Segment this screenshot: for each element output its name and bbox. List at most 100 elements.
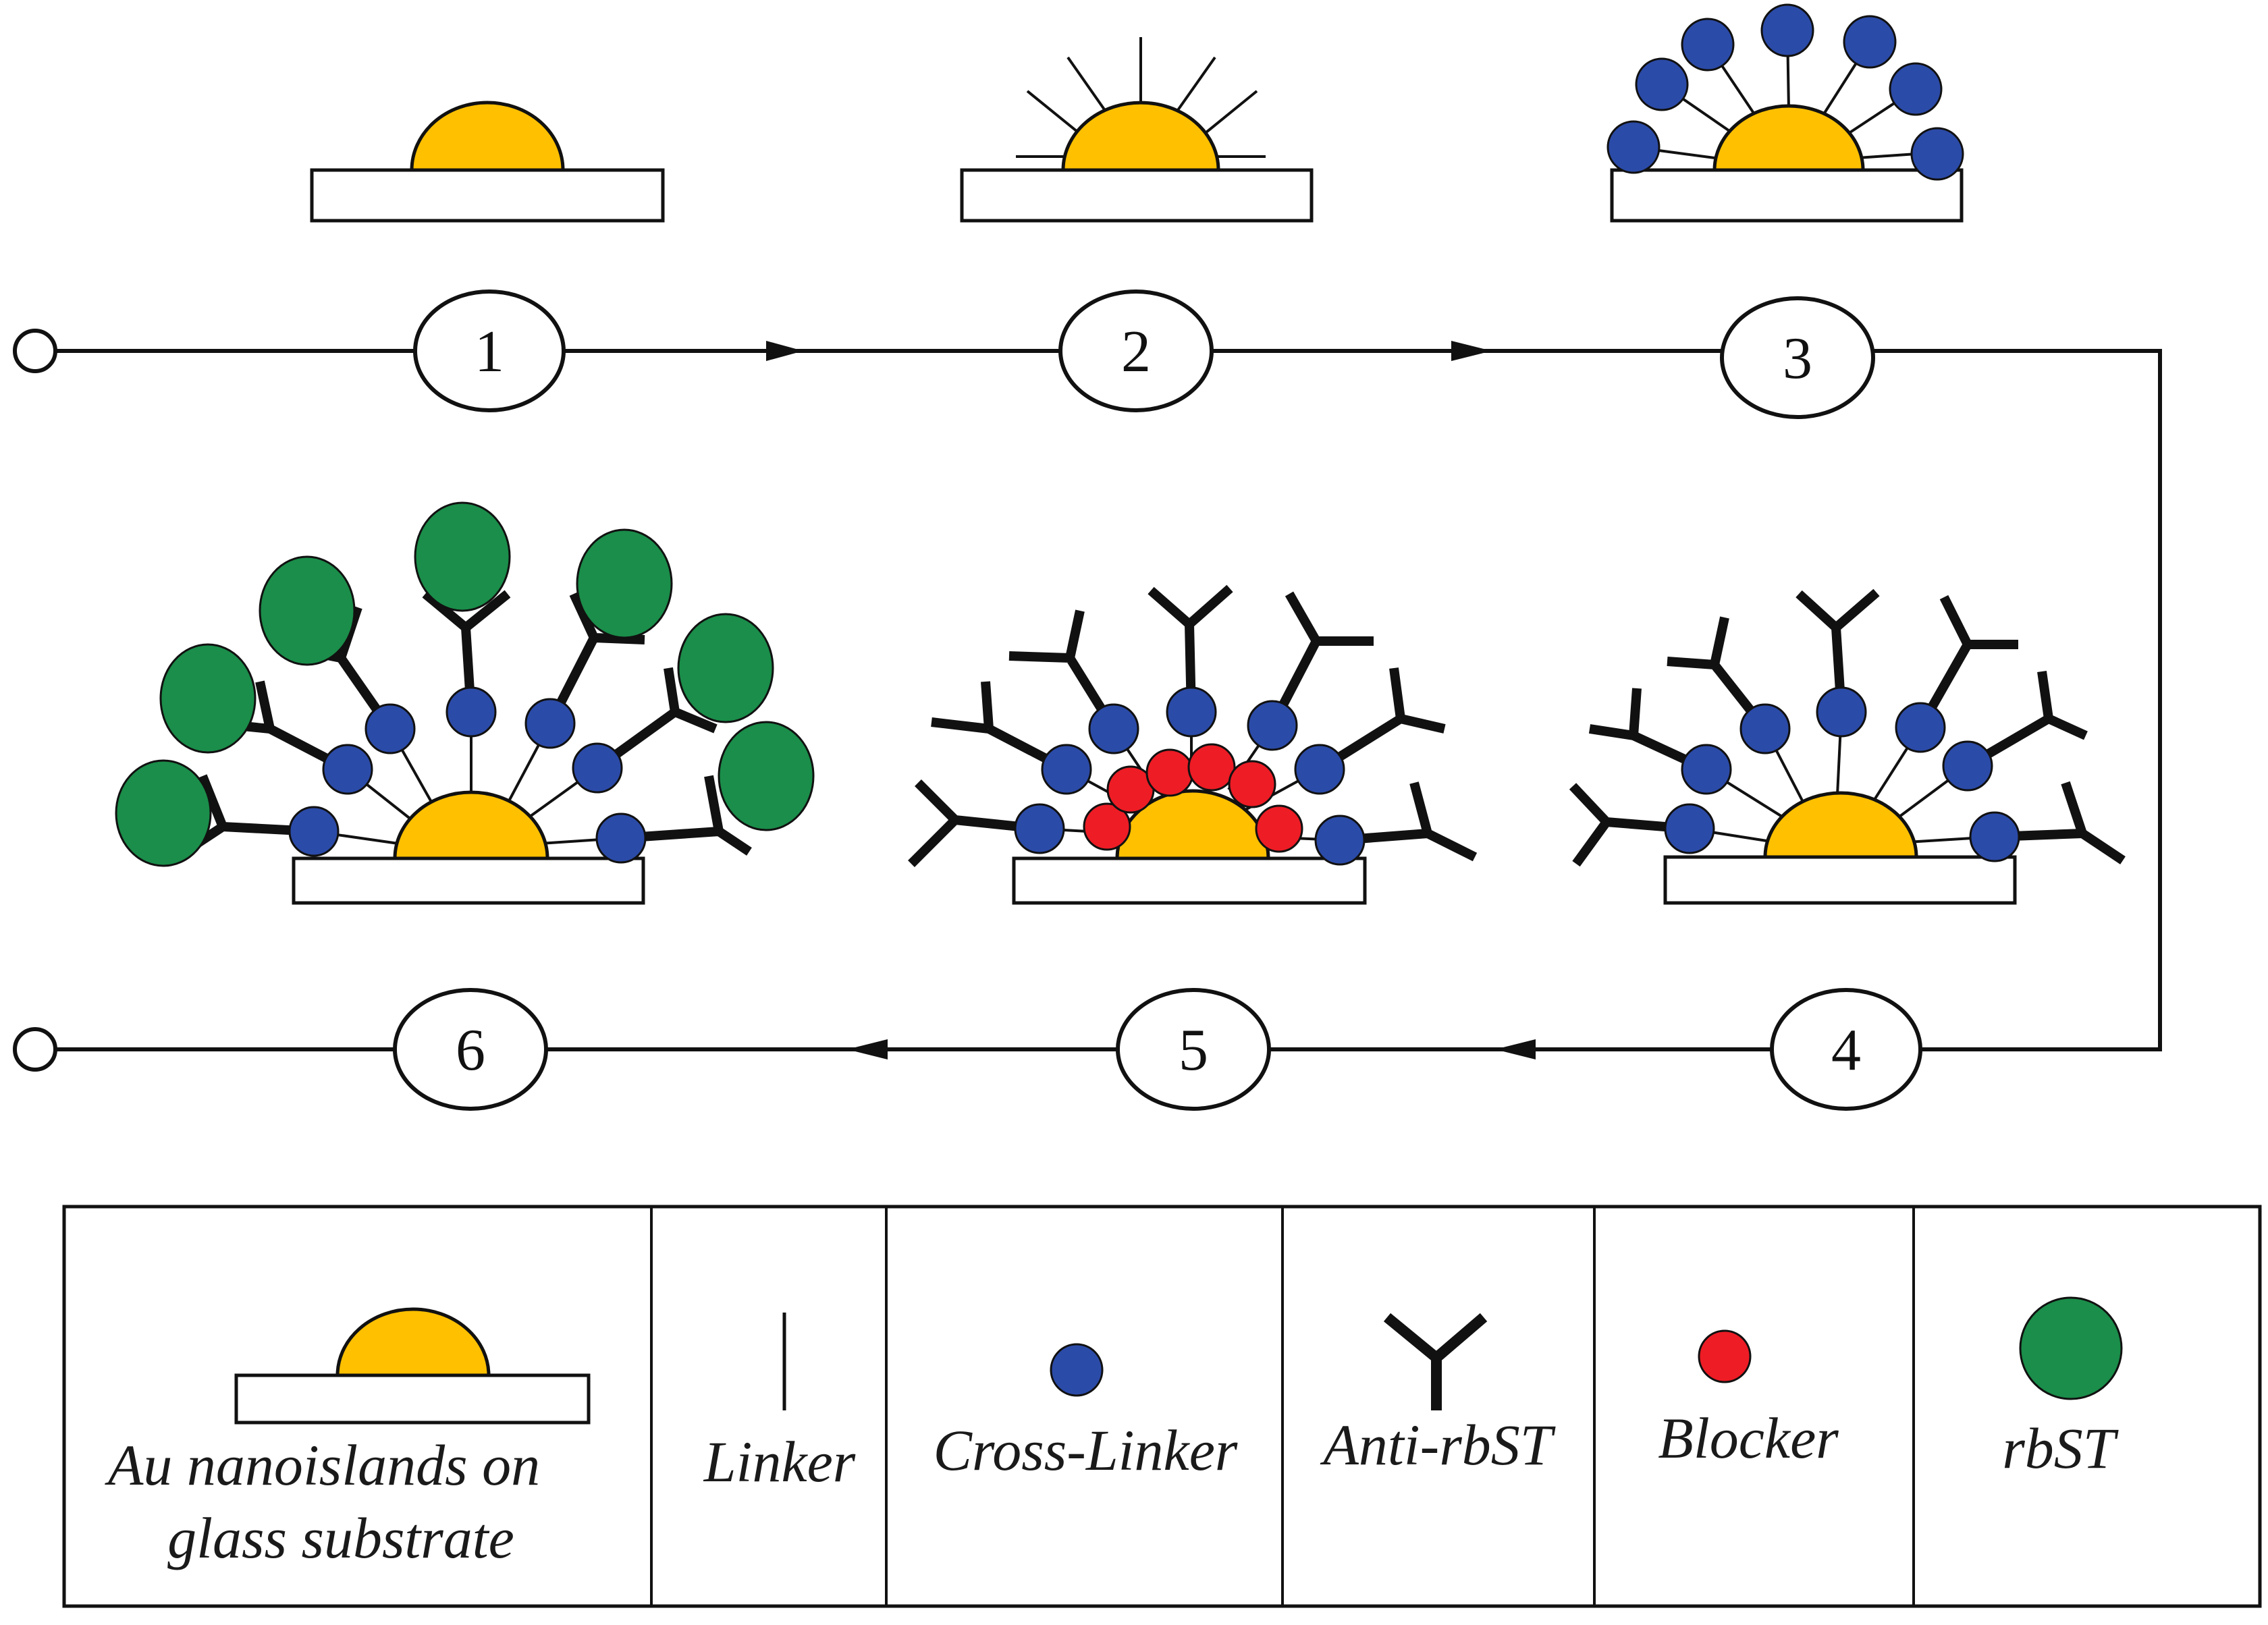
step-5-label: 5 <box>1179 1018 1208 1083</box>
rbst-molecule <box>159 643 256 754</box>
glass-substrate <box>960 168 1314 223</box>
rbst-icon <box>2019 1296 2123 1400</box>
legend-item-cross-linker: Cross-Linker <box>934 1343 1238 1483</box>
arrowhead-right-1 <box>766 341 803 361</box>
step-2-node: 2 <box>1058 290 1214 412</box>
cross-linker-sphere <box>524 698 576 749</box>
antibody-icon <box>1383 1313 1488 1410</box>
cross-linker-sphere <box>446 686 497 738</box>
legend-dividers <box>650 1207 1915 1606</box>
cross-linker-sphere <box>1843 15 1897 69</box>
cross-linker-sphere <box>322 744 373 795</box>
rbst-molecule <box>576 528 673 639</box>
blocker-sphere <box>1083 802 1131 851</box>
step-1-node: 1 <box>413 290 566 412</box>
cross-linker-sphere <box>364 703 416 754</box>
cross-linker-sphere <box>1681 744 1732 795</box>
cross-linker-sphere <box>1739 703 1791 754</box>
cross-linker-sphere <box>1889 62 1943 116</box>
glass-substrate <box>292 856 645 905</box>
blocker-sphere <box>1228 760 1276 808</box>
rbst-molecule <box>259 555 356 666</box>
gold-nanoisland <box>410 101 565 172</box>
cross-linker-sphere <box>1606 120 1660 174</box>
cross-linker-spheres <box>1606 3 1964 181</box>
legend-item-blocker: Blocker <box>1658 1329 1839 1470</box>
legend-item-anti-rbst: Anti-rbST <box>1320 1313 1556 1477</box>
legend-label-au-line1: Au nanoislands on <box>105 1433 540 1497</box>
flow-end-terminal <box>13 1027 57 1072</box>
cross-linker-sphere <box>1314 815 1366 866</box>
legend: Au nanoislands on glass substrate Linker… <box>62 1205 2262 1608</box>
legend-item-au-nanoislands: Au nanoislands on glass substrate <box>105 1307 591 1570</box>
step-6-node: 6 <box>393 988 548 1111</box>
arrowhead-left-1 <box>1495 1039 1536 1059</box>
flow-start-terminal <box>13 329 57 373</box>
step-1-label: 1 <box>475 319 504 385</box>
cross-linker-sphere <box>1014 803 1065 854</box>
legend-label-anti-rbst: Anti-rbST <box>1320 1412 1555 1477</box>
legend-label-au-line2: glass substrate <box>167 1506 514 1570</box>
stage-5-blocker <box>908 584 1478 905</box>
blocker-icon <box>1698 1329 1752 1383</box>
cross-linker-sphere <box>1760 3 1814 57</box>
legend-label-blocker: Blocker <box>1658 1406 1839 1470</box>
cross-linker-sphere <box>1294 744 1345 795</box>
blocker-sphere <box>1187 743 1236 792</box>
step-2-label: 2 <box>1121 319 1151 385</box>
rbst-molecule <box>414 501 511 612</box>
antibody-arms <box>908 584 1478 867</box>
step-3-node: 3 <box>1720 296 1875 419</box>
step-5-node: 5 <box>1116 988 1271 1111</box>
glass-substrate <box>1663 855 2017 905</box>
blocker-sphere <box>1145 748 1194 797</box>
blocker-sphere <box>1255 804 1303 853</box>
cross-linker-sphere <box>1969 811 2020 862</box>
cross-linker-spheres <box>1664 686 2020 862</box>
cross-linker-sphere <box>1247 700 1298 751</box>
cross-linker-sphere <box>1635 57 1689 111</box>
cross-linker-spheres <box>1014 686 1366 866</box>
step-4-node: 4 <box>1770 988 1922 1111</box>
cross-linker-sphere <box>1942 740 1993 792</box>
legend-item-rbst: rbST <box>2002 1296 2123 1481</box>
stage-6-rbst-captured <box>115 501 815 905</box>
cross-linker-sphere <box>1166 686 1217 738</box>
stage-1-au-island <box>310 101 665 223</box>
legend-item-linker: Linker <box>703 1313 856 1494</box>
cross-linker-icon <box>1050 1343 1104 1397</box>
cross-linker-sphere <box>288 806 340 857</box>
legend-label-cross-linker: Cross-Linker <box>934 1418 1238 1483</box>
stage-2-linkers <box>960 37 1314 223</box>
rbst-molecule <box>677 613 774 723</box>
rbst-molecule <box>718 721 815 831</box>
gold-nanoisland <box>1763 791 1918 859</box>
cross-linker-sphere <box>1816 686 1867 738</box>
gold-nanoisland <box>1061 101 1220 172</box>
cross-linker-sphere <box>1910 127 1964 181</box>
stage-4-antibodies <box>1569 588 2126 905</box>
stage-3-cross-linkers <box>1606 3 1964 223</box>
legend-label-rbst: rbST <box>2002 1416 2118 1481</box>
arrowhead-right-2 <box>1451 341 1492 361</box>
legend-label-linker: Linker <box>703 1429 856 1494</box>
cross-linker-sphere <box>595 812 647 864</box>
au-island-on-substrate-icon <box>234 1307 591 1425</box>
step-3-label: 3 <box>1783 326 1812 391</box>
rbst-molecule <box>115 759 212 867</box>
step-6-label: 6 <box>456 1018 485 1083</box>
glass-substrate <box>1610 168 1964 223</box>
gold-nanoisland <box>1712 104 1865 172</box>
cross-linker-sphere <box>1681 18 1735 72</box>
cross-linker-sphere <box>1088 703 1139 754</box>
glass-substrate <box>1012 856 1367 905</box>
cross-linker-sphere <box>1041 744 1092 795</box>
cross-linker-sphere <box>1664 803 1715 854</box>
cross-linker-sphere <box>1895 702 1946 753</box>
cross-linker-sphere <box>572 742 623 794</box>
rbst-molecules <box>115 501 815 867</box>
blocker-spheres <box>1083 743 1303 853</box>
cross-linker-spheres <box>288 686 647 864</box>
step-4-label: 4 <box>1831 1018 1861 1083</box>
